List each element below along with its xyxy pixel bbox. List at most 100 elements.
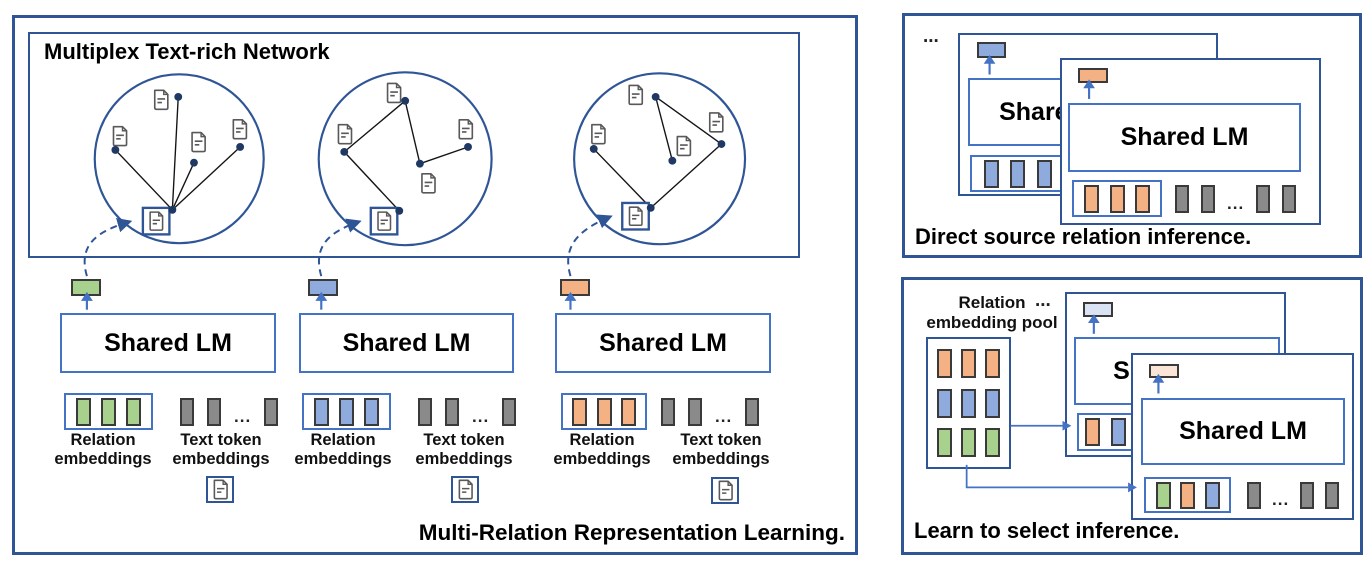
pool-row-orange	[928, 349, 1009, 379]
output-embedding-chip	[1078, 68, 1108, 83]
token-embedding-rect	[180, 397, 194, 426]
graph-edges	[593, 96, 722, 209]
output-embedding-chip	[1149, 364, 1179, 378]
relation-embedding-rect	[1109, 184, 1125, 213]
multiplex-network-box: Multiplex Text-rich Network	[28, 32, 800, 258]
relation-embeddings-group	[561, 393, 647, 430]
relation-embedding-rect	[1010, 159, 1025, 188]
token-embeddings-group: ...	[180, 393, 279, 430]
relation-embedding-rect	[985, 427, 1000, 457]
direct-inference-panel: ... Shared LM Shared LM ...	[902, 13, 1362, 258]
network-graph-svg	[93, 71, 747, 247]
shared-lm-label: Shared LM	[599, 328, 727, 357]
ellipsis: ...	[1272, 490, 1290, 509]
target-document-box	[141, 206, 171, 236]
source-document-box	[451, 476, 479, 503]
document-icon	[719, 481, 732, 499]
document-icon	[708, 112, 724, 133]
relation-embedding-rect	[101, 397, 116, 426]
relation-embedding-rect	[1111, 418, 1126, 446]
document-icon	[628, 84, 644, 106]
panel-caption: Multi-Relation Representation Learning.	[418, 520, 845, 545]
relation-embedding-rect	[937, 388, 952, 418]
token-embeddings-label: Text token embeddings	[172, 431, 270, 468]
relation-embedding-rect	[961, 388, 976, 418]
shared-lm-label: Shared LM	[1179, 417, 1307, 445]
document-icon	[459, 480, 472, 498]
relation-embedding-rect	[76, 397, 91, 426]
source-document-box	[206, 476, 234, 503]
relation-embedding-rect	[314, 397, 329, 426]
shared-lm-label: Shared LM	[1120, 123, 1249, 151]
network-cluster-1	[93, 73, 265, 245]
token-embedding-rect	[1201, 184, 1215, 213]
relation-embeddings-group	[970, 155, 1065, 192]
relation-embeddings-group	[64, 393, 153, 430]
ellipsis: ...	[715, 406, 733, 426]
ellipsis: ...	[923, 26, 939, 47]
relation-embedding-rect	[1204, 481, 1220, 509]
network-cluster-3	[573, 72, 747, 246]
relation-embedding-rect	[937, 427, 952, 457]
token-embedding-rect	[207, 397, 221, 426]
relation-embedding-rect	[126, 397, 141, 426]
relation-embedding-rect	[596, 397, 612, 426]
document-icon	[676, 135, 692, 157]
relation-embedding-rect	[985, 388, 1000, 418]
target-document-box	[621, 201, 650, 231]
document-icon	[232, 118, 248, 140]
shared-lm-box: Shared LM	[555, 313, 771, 373]
token-embeddings-group: ...	[418, 393, 517, 430]
token-embedding-rect	[1256, 184, 1271, 213]
document-icon	[458, 118, 474, 140]
token-embedding-rect	[688, 397, 702, 426]
relation-embeddings-label: Relation embeddings	[294, 431, 392, 468]
relation-embedding-rect	[620, 397, 636, 426]
graph-edges	[343, 100, 469, 212]
relation-embedding-rect	[1134, 184, 1150, 213]
token-embedding-rect	[1282, 184, 1297, 213]
ellipsis: ...	[1227, 193, 1245, 213]
network-cluster-2	[317, 71, 493, 247]
relation-embedding-rect	[339, 397, 354, 426]
document-icon	[153, 89, 169, 111]
document-icon	[214, 480, 227, 498]
relation-embedding-rect	[1180, 481, 1195, 509]
token-embedding-rect	[745, 397, 760, 426]
network-title: Multiplex Text-rich Network	[44, 39, 330, 64]
token-embeddings-group: ...	[1175, 180, 1297, 217]
shared-lm-box: Shared LM	[1141, 398, 1345, 465]
relation-embeddings-label: Relation embeddings	[54, 431, 152, 468]
document-icon	[377, 211, 392, 231]
token-embedding-rect	[1325, 481, 1340, 509]
relation-embedding-rect	[961, 427, 976, 457]
selected-embeddings-group	[1144, 477, 1231, 513]
relation-embedding-rect	[1084, 184, 1100, 213]
token-embedding-rect	[1247, 481, 1261, 509]
token-embeddings-group: ...	[661, 393, 760, 430]
relation-embedding-rect	[1036, 159, 1052, 188]
relation-pool-label: Relation embedding pool	[926, 293, 1058, 332]
document-icon	[628, 206, 643, 227]
document-icon	[591, 123, 606, 145]
document-icon	[112, 125, 128, 147]
cluster-circle	[573, 72, 747, 246]
lm-card-front: Shared LM ...	[1131, 353, 1354, 520]
token-embedding-rect	[1175, 184, 1189, 213]
shared-lm-label: Shared LM	[104, 328, 232, 357]
panel-caption: Direct source relation inference.	[915, 224, 1252, 249]
output-embedding-chip	[560, 279, 590, 296]
graph-nodes	[340, 96, 472, 215]
graph-edges	[114, 96, 241, 211]
pool-row-blue	[928, 388, 1009, 418]
pool-row-green	[928, 427, 1009, 457]
graph-nodes	[111, 92, 245, 214]
ellipsis: ...	[472, 406, 490, 426]
ellipsis: ...	[234, 406, 252, 426]
token-embedding-rect	[418, 397, 432, 426]
output-embedding-chip	[977, 42, 1006, 58]
document-icon	[191, 131, 206, 153]
document-icon	[149, 211, 164, 231]
output-embedding-chip	[1083, 302, 1113, 317]
relation-embeddings-label: Relation embeddings	[553, 431, 651, 468]
